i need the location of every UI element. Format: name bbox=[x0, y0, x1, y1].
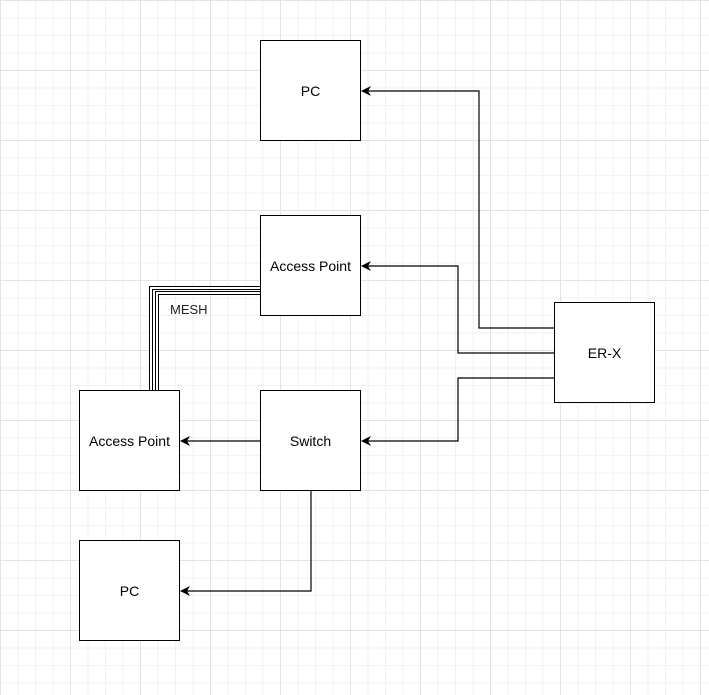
pc-top-label: PC bbox=[300, 82, 321, 99]
edge-switch-to-pc-bottom[interactable] bbox=[180, 491, 312, 596]
pc-top-node[interactable]: PC bbox=[260, 40, 361, 141]
edge-erx-to-pc-top[interactable] bbox=[361, 86, 554, 329]
switch-node[interactable]: Switch bbox=[260, 390, 361, 491]
access-point-top-node[interactable]: Access Point bbox=[260, 215, 361, 316]
switch-label: Switch bbox=[289, 432, 332, 449]
pc-bottom-node[interactable]: PC bbox=[79, 540, 180, 641]
er-x-node[interactable]: ER-X bbox=[554, 302, 655, 403]
mesh-label: MESH bbox=[170, 302, 208, 317]
er-x-label: ER-X bbox=[587, 344, 622, 361]
access-point-left-label: Access Point bbox=[89, 432, 170, 449]
pc-bottom-label: PC bbox=[119, 582, 140, 599]
edge-mesh-link[interactable] bbox=[149, 286, 260, 390]
edge-erx-to-access-point-top[interactable] bbox=[361, 261, 554, 354]
access-point-top-label: Access Point bbox=[270, 257, 351, 274]
edge-erx-to-switch[interactable] bbox=[361, 377, 554, 446]
access-point-left-node[interactable]: Access Point bbox=[79, 390, 180, 491]
